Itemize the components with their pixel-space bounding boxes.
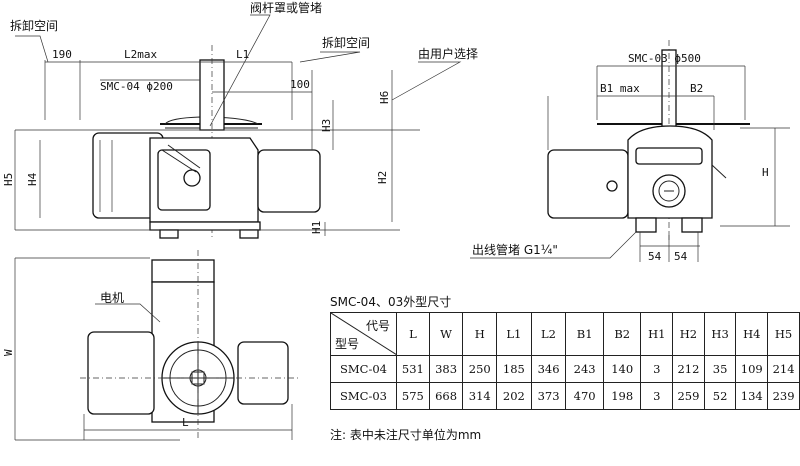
label-outlet-plug: 出线管堵 G1¼" — [472, 242, 558, 257]
cell: 531 — [396, 355, 430, 383]
table-row: SMC-04 531 383 250 185 346 243 140 3 212… — [329, 355, 800, 383]
cell: 243 — [565, 355, 604, 383]
dimension-table: 代号 型号 L W H L1 L2 B1 B2 H1 H2 H3 H4 H5 S… — [329, 312, 800, 410]
dim-h: H — [762, 166, 769, 179]
table-title: SMC-04、03外型尺寸 — [330, 295, 452, 309]
col-header: L2 — [530, 312, 567, 356]
label-disassembly-space-mid: 拆卸空间 — [322, 35, 370, 50]
col-header: B1 — [565, 312, 604, 356]
cell: 185 — [496, 355, 532, 383]
dim-b1max: B1 max — [600, 82, 640, 95]
col-header: H — [462, 312, 498, 356]
cell: 346 — [530, 355, 567, 383]
col-header: H2 — [672, 312, 705, 356]
dim-w: W — [2, 349, 15, 356]
col-header: L1 — [496, 312, 532, 356]
dim-100: 100 — [290, 78, 310, 91]
dim-b2: B2 — [690, 82, 703, 95]
dim-h3: H3 — [320, 119, 333, 132]
cell: 373 — [530, 382, 567, 410]
cell: 214 — [767, 355, 800, 383]
cell: 575 — [396, 382, 430, 410]
dim-l1: L1 — [236, 48, 249, 61]
col-header: L — [396, 312, 430, 356]
top-view — [14, 250, 300, 441]
cell: 52 — [703, 382, 737, 410]
dim-h5: H5 — [2, 173, 15, 186]
front-view — [14, 14, 462, 240]
dim-190: 190 — [52, 48, 72, 61]
col-header: W — [428, 312, 464, 356]
cell: 202 — [496, 382, 532, 410]
col-header: H3 — [703, 312, 737, 356]
row-model: SMC-03 — [329, 382, 398, 410]
cell: 470 — [565, 382, 604, 410]
label-disassembly-space-left: 拆卸空间 — [10, 18, 58, 33]
dim-l2max: L2max — [124, 48, 157, 61]
table-row: SMC-03 575 668 314 202 373 470 198 3 259… — [329, 382, 800, 410]
label-user-choice: 由用户选择 — [418, 46, 478, 61]
label-smc04-diameter: SMC-04 ϕ200 — [100, 80, 173, 93]
dim-54-right: 54 — [674, 250, 688, 263]
cell: 3 — [640, 382, 674, 410]
dim-h1: H1 — [310, 221, 323, 234]
col-header: H4 — [735, 312, 769, 356]
col-header: H5 — [767, 312, 800, 356]
cell: 198 — [602, 382, 642, 410]
cell: 239 — [767, 382, 800, 410]
dim-54-left: 54 — [648, 250, 662, 263]
cell: 212 — [672, 355, 705, 383]
corner-code-label: 代号 — [366, 319, 391, 333]
col-header: H1 — [640, 312, 674, 356]
cell: 250 — [462, 355, 498, 383]
side-view — [470, 40, 790, 262]
cell: 134 — [735, 382, 769, 410]
cell: 140 — [602, 355, 642, 383]
corner-model-label: 型号 — [335, 337, 360, 351]
cell: 383 — [428, 355, 464, 383]
table-header-row: 代号 型号 L W H L1 L2 B1 B2 H1 H2 H3 H4 H5 — [329, 312, 800, 356]
label-stem-cover: 阀杆罩或管堵 — [250, 0, 322, 15]
cell: 109 — [735, 355, 769, 383]
dim-h4: H4 — [26, 172, 39, 186]
col-header: B2 — [602, 312, 642, 356]
table-note: 注: 表中未注尺寸单位为mm — [330, 428, 482, 442]
cell: 668 — [428, 382, 464, 410]
label-smc03-diameter: SMC-03 ϕ500 — [628, 52, 701, 65]
cell: 3 — [640, 355, 674, 383]
dim-l: L — [182, 416, 189, 429]
cell: 35 — [703, 355, 737, 383]
label-motor: 电机 — [100, 291, 124, 305]
cell: 259 — [672, 382, 705, 410]
cell: 314 — [462, 382, 498, 410]
dim-h6: H6 — [378, 91, 391, 104]
table-corner-cell: 代号 型号 — [329, 312, 398, 356]
dim-h2: H2 — [376, 171, 389, 184]
row-model: SMC-04 — [329, 355, 398, 383]
